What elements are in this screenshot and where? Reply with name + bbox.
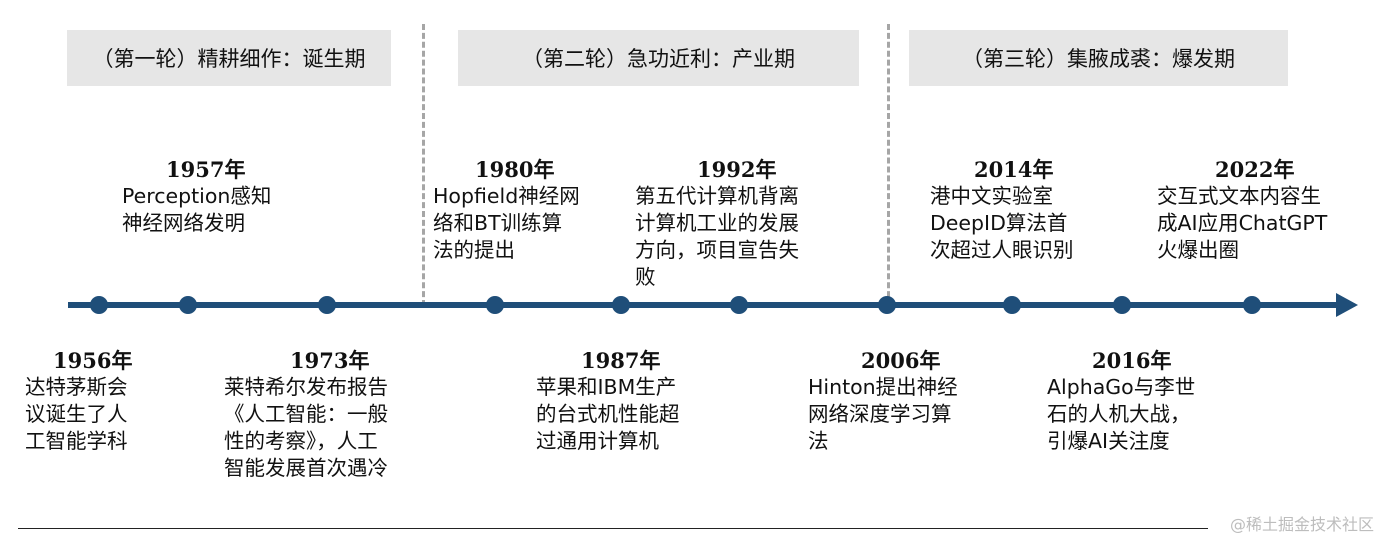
phase-header-3: （第三轮）集腋成裘：爆发期 [909,30,1288,86]
phase-header-2: （第二轮）急功近利：产业期 [458,30,859,86]
timeline-arrowhead [1336,293,1358,317]
event-year: 2016年 [1092,348,1172,373]
event-desc: 港中文实验室 DeepID算法首 次超过人眼识别 [930,184,1074,262]
event-1956: 1956年 达特茅斯会 议诞生了人 工智能学科 [25,347,132,455]
event-desc: 交互式文本内容生 成AI应用ChatGPT 火爆出圈 [1157,184,1328,262]
event-desc: Hopfield神经网 络和BT训练算 法的提出 [433,184,580,262]
timeline-dot-2016 [1113,296,1131,314]
event-year: 1987年 [581,348,661,373]
watermark: @稀土掘金技术社区 [1230,515,1375,534]
event-year: 2022年 [1215,157,1295,182]
timeline-dot-1987 [612,296,630,314]
timeline-dot-1957 [179,296,197,314]
timeline-dot-1980 [486,296,504,314]
event-2022: 2022年 交互式文本内容生 成AI应用ChatGPT 火爆出圈 [1157,156,1327,264]
event-year: 1980年 [475,157,555,182]
event-year: 1973年 [290,348,370,373]
event-1973: 1973年 莱特希尔发布报告 《人工智能：一般 性的考察》，人工 智能发展首次遇… [224,347,388,482]
event-desc: 苹果和IBM生产 的台式机性能超 过通用计算机 [536,375,680,453]
event-1957: 1957年 Perception感知 神经网络发明 [122,156,271,237]
event-year: 1992年 [697,157,777,182]
event-desc: AlphaGo与李世 石的人机大战， 引爆AI关注度 [1047,375,1196,453]
event-desc: Perception感知 神经网络发明 [122,184,272,235]
timeline-dot-2006 [878,296,896,314]
phase-divider-2 [887,24,890,306]
event-year: 2006年 [861,348,941,373]
timeline-dot-1956 [90,296,108,314]
timeline-dot-1992 [730,296,748,314]
event-desc: 第五代计算机背离 计算机工业的发展 方向，项目宣告失 败 [635,184,799,289]
phase-divider-1 [422,24,425,306]
timeline-dot-1973 [318,296,336,314]
event-2006: 2006年 Hinton提出神经 网络深度学习算 法 [808,347,958,455]
event-1987: 1987年 苹果和IBM生产 的台式机性能超 过通用计算机 [536,347,680,455]
phase-header-1: （第一轮）精耕细作：诞生期 [67,30,391,86]
event-desc: 达特茅斯会 议诞生了人 工智能学科 [25,375,128,453]
phase-label: （第一轮）精耕细作：诞生期 [92,47,366,71]
event-desc: Hinton提出神经 网络深度学习算 法 [808,375,958,453]
phase-label: （第二轮）急功近利：产业期 [522,47,795,71]
event-2014: 2014年 港中文实验室 DeepID算法首 次超过人眼识别 [930,156,1074,264]
timeline-dot-2014 [1003,296,1021,314]
event-desc: 莱特希尔发布报告 《人工智能：一般 性的考察》，人工 智能发展首次遇冷 [224,375,388,480]
event-1992: 1992年 第五代计算机背离 计算机工业的发展 方向，项目宣告失 败 [635,156,799,291]
event-2016: 2016年 AlphaGo与李世 石的人机大战， 引爆AI关注度 [1047,347,1195,455]
phase-label: （第三轮）集腋成裘：爆发期 [962,47,1235,71]
timeline-dot-2022 [1243,296,1261,314]
event-year: 1957年 [166,157,246,182]
event-year: 2014年 [974,157,1054,182]
bottom-rule [18,528,1208,529]
event-1980: 1980年 Hopfield神经网 络和BT训练算 法的提出 [433,156,580,264]
event-year: 1956年 [53,348,133,373]
